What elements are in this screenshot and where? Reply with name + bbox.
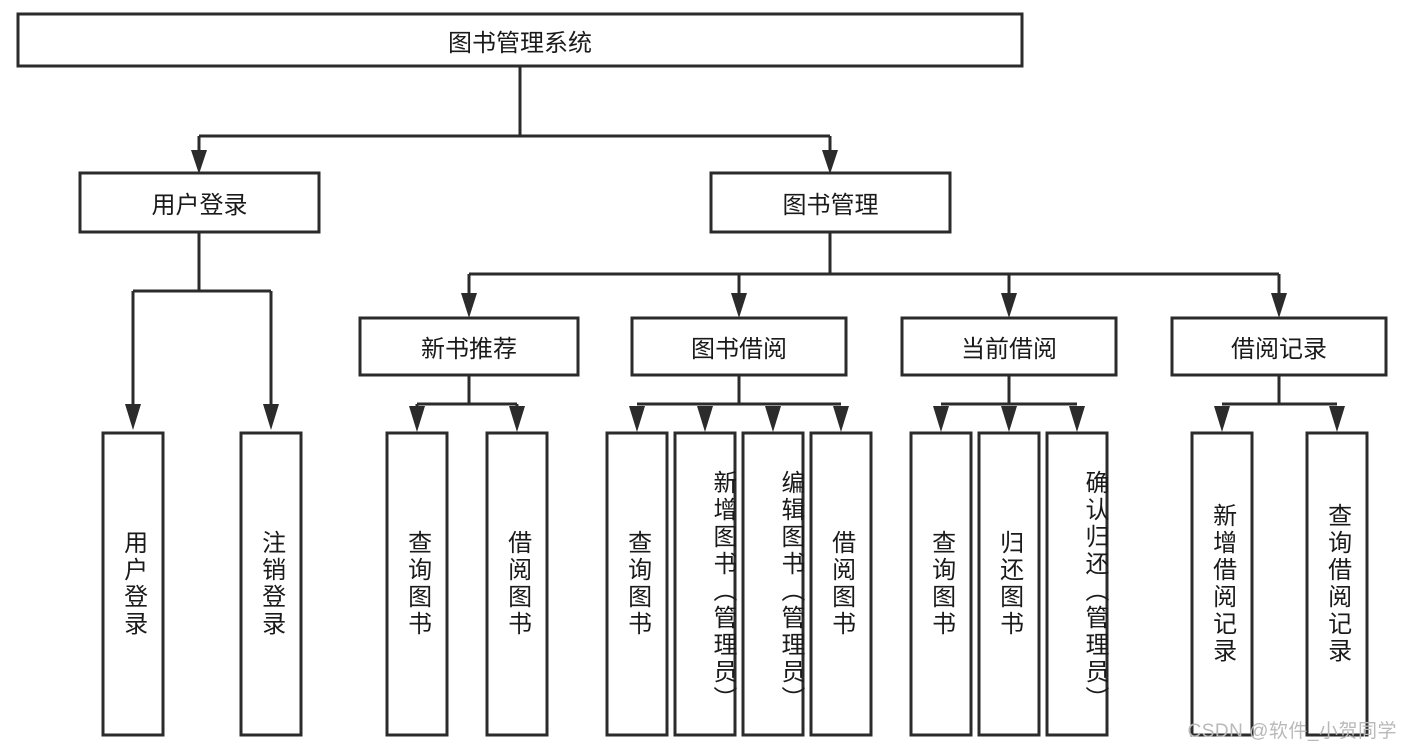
node-box-leaf-edit-book[interactable] <box>741 431 805 737</box>
node-box-leaf-return-book[interactable] <box>977 431 1041 737</box>
node-box-leaf-logout[interactable] <box>239 431 303 737</box>
node-box-leaf-query-book-1[interactable] <box>385 431 449 737</box>
arrowhead-bookborrow-leaf-3 <box>765 406 781 432</box>
node-box-leaf-confirm-return[interactable] <box>1045 431 1109 737</box>
node-box-new-book-recommend[interactable] <box>358 316 580 377</box>
arrowhead-leaf-user-login <box>125 404 141 430</box>
node-box-book-management[interactable] <box>709 171 952 234</box>
arrowhead-currentborrow-leaf-2 <box>1001 406 1017 432</box>
arrowhead-to-new-book <box>461 293 477 318</box>
node-box-leaf-borrow-book-1[interactable] <box>485 431 549 737</box>
arrowhead-leaf-logout <box>263 404 279 430</box>
arrowhead-newbook-leaf-1 <box>409 406 425 432</box>
node-box-root[interactable] <box>16 12 1024 68</box>
node-box-leaf-query-book-3[interactable] <box>909 431 973 737</box>
node-box-borrow-record[interactable] <box>1170 316 1388 377</box>
arrowhead-to-book-borrow <box>731 293 747 318</box>
arrowhead-to-borrow-record <box>1271 293 1287 318</box>
connector-layer <box>125 66 1345 432</box>
arrowhead-borrowrecord-leaf-1 <box>1214 406 1230 432</box>
arrowhead-to-current-borrow <box>1001 293 1017 318</box>
node-box-leaf-add-record[interactable] <box>1190 431 1254 737</box>
arrowhead-borrowrecord-leaf-2 <box>1329 406 1345 432</box>
node-box-leaf-add-book[interactable] <box>673 431 737 737</box>
node-layer <box>16 12 1388 737</box>
node-box-book-borrow[interactable] <box>630 316 848 377</box>
node-box-leaf-borrow-book-2[interactable] <box>809 431 873 737</box>
node-box-user-login[interactable] <box>78 171 321 234</box>
arrowhead-to-user-login <box>191 150 207 174</box>
csdn-watermark: CSDN @软件_小贺同学 <box>1187 721 1397 742</box>
arrowhead-currentborrow-leaf-3 <box>1069 406 1085 432</box>
arrowhead-to-book-management <box>822 150 838 174</box>
arrowhead-currentborrow-leaf-1 <box>933 406 949 432</box>
node-box-leaf-query-book-2[interactable] <box>605 431 669 737</box>
node-box-leaf-query-record[interactable] <box>1305 431 1369 737</box>
arrowhead-bookborrow-leaf-1 <box>629 406 645 432</box>
arrowhead-bookborrow-leaf-2 <box>697 406 713 432</box>
node-box-current-borrow[interactable] <box>900 316 1118 377</box>
arrowhead-newbook-leaf-2 <box>509 406 525 432</box>
arrowhead-bookborrow-leaf-4 <box>833 406 849 432</box>
node-box-leaf-user-login[interactable] <box>101 431 165 737</box>
